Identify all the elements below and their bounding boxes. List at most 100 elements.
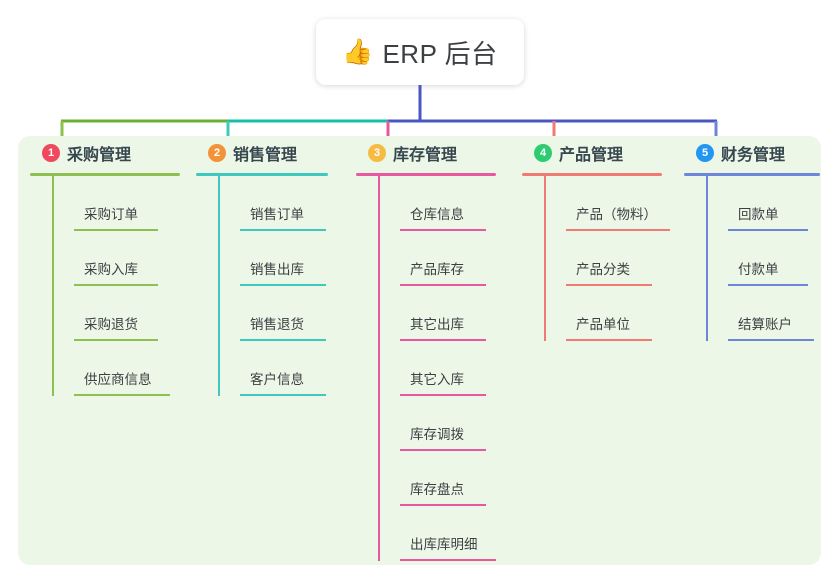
branch-item[interactable]: 客户信息 <box>218 341 328 396</box>
branch-item-label: 产品分类 <box>576 262 630 277</box>
branch-item-label: 结算账户 <box>738 317 792 332</box>
branch-item[interactable]: 付款单 <box>706 231 820 286</box>
branch-item-label: 回款单 <box>738 207 779 222</box>
branch-item[interactable]: 采购入库 <box>52 231 180 286</box>
branch-spine <box>706 176 708 341</box>
branch-item[interactable]: 库存调拨 <box>378 396 496 451</box>
branch-spine <box>378 176 380 561</box>
branch-column-3: 3 库存管理仓库信息产品库存其它出库其它入库库存调拨库存盘点出库库明细 <box>356 136 496 561</box>
branch-item-label: 采购退货 <box>84 317 138 332</box>
branch-item-label: 付款单 <box>738 262 779 277</box>
branch-item-underline <box>400 504 486 506</box>
branch-item-underline <box>240 284 326 286</box>
branch-item[interactable]: 库存盘点 <box>378 451 496 506</box>
branch-item[interactable]: 销售出库 <box>218 231 328 286</box>
branch-item-list: 仓库信息产品库存其它出库其它入库库存调拨库存盘点出库库明细 <box>356 176 496 561</box>
branch-item[interactable]: 仓库信息 <box>378 176 496 231</box>
branch-item[interactable]: 其它出库 <box>378 286 496 341</box>
branch-title: 产品管理 <box>559 147 624 164</box>
branch-item-label: 其它入库 <box>410 372 464 387</box>
branch-item-label: 产品（物料） <box>576 207 657 222</box>
branch-item-label: 客户信息 <box>250 372 304 387</box>
branch-item-underline <box>400 449 486 451</box>
branch-item-underline <box>566 229 670 231</box>
branch-item-underline <box>728 339 814 341</box>
branch-number-badge: 1 <box>42 144 60 162</box>
branch-number-badge: 3 <box>368 144 386 162</box>
branch-item-list: 回款单付款单结算账户 <box>684 176 820 341</box>
branch-item-underline <box>400 394 486 396</box>
root-node[interactable]: 👍 ERP 后台 <box>316 19 524 85</box>
branch-item[interactable]: 产品单位 <box>544 286 662 341</box>
branch-item[interactable]: 采购退货 <box>52 286 180 341</box>
branch-item-label: 销售退货 <box>250 317 304 332</box>
branch-item-list: 销售订单销售出库销售退货客户信息 <box>196 176 328 396</box>
branch-item[interactable]: 产品分类 <box>544 231 662 286</box>
branch-item-label: 库存盘点 <box>410 482 464 497</box>
branch-header-5[interactable]: 5 财务管理 <box>684 136 820 170</box>
branch-item-label: 其它出库 <box>410 317 464 332</box>
branch-item[interactable]: 结算账户 <box>706 286 820 341</box>
thumbs-up-icon: 👍 <box>342 37 374 66</box>
branch-spine <box>218 176 220 396</box>
branch-item-underline <box>240 339 326 341</box>
branch-columns: 1 采购管理采购订单采购入库采购退货供应商信息 2 销售管理销售订单销售出库销售退货客… <box>0 136 839 576</box>
branch-item-underline <box>74 229 158 231</box>
branch-number-badge: 5 <box>696 144 714 162</box>
branch-item-list: 产品（物料） 产品分类产品单位 <box>522 176 670 341</box>
branch-panel <box>18 136 821 565</box>
branch-spine <box>52 176 54 396</box>
branch-item-underline <box>240 229 326 231</box>
branch-number-badge: 2 <box>208 144 226 162</box>
branch-item-label: 出库库明细 <box>410 537 478 552</box>
branch-column-5: 5 财务管理回款单付款单结算账户 <box>684 136 820 341</box>
branch-item-label: 销售订单 <box>250 207 304 222</box>
branch-item-underline <box>400 229 486 231</box>
branch-item-underline <box>400 284 486 286</box>
branch-item[interactable]: 采购订单 <box>52 176 180 231</box>
branch-item[interactable]: 其它入库 <box>378 341 496 396</box>
branch-underline <box>356 173 496 176</box>
branch-spine <box>544 176 546 341</box>
branch-item-label: 仓库信息 <box>410 207 464 222</box>
branch-item-underline <box>74 284 158 286</box>
branch-title: 库存管理 <box>393 147 458 164</box>
branch-item[interactable]: 回款单 <box>706 176 820 231</box>
root-node-label: ERP 后台 <box>382 38 498 69</box>
branch-item-underline <box>728 229 808 231</box>
branch-item-underline <box>74 339 158 341</box>
branch-header-2[interactable]: 2 销售管理 <box>196 136 328 170</box>
branch-column-4: 4 产品管理产品（物料） 产品分类产品单位 <box>522 136 670 341</box>
branch-column-2: 2 销售管理销售订单销售出库销售退货客户信息 <box>196 136 328 396</box>
branch-item-label: 销售出库 <box>250 262 304 277</box>
branch-item-label: 产品库存 <box>410 262 464 277</box>
branch-underline <box>196 173 328 176</box>
branch-item-underline <box>566 339 652 341</box>
branch-title: 销售管理 <box>233 147 298 164</box>
branch-item-underline <box>400 339 486 341</box>
branch-item-label: 产品单位 <box>576 317 630 332</box>
branch-item-underline <box>240 394 326 396</box>
branch-item-underline <box>566 284 652 286</box>
branch-item[interactable]: 销售退货 <box>218 286 328 341</box>
branch-item[interactable]: 产品（物料） <box>544 176 670 231</box>
branch-item-underline <box>728 284 808 286</box>
branch-underline <box>684 173 820 176</box>
branch-underline <box>522 173 662 176</box>
branch-underline <box>30 173 180 176</box>
branch-item[interactable]: 产品库存 <box>378 231 496 286</box>
branch-item[interactable]: 出库库明细 <box>378 506 496 561</box>
branch-item-label: 采购入库 <box>84 262 138 277</box>
branch-header-4[interactable]: 4 产品管理 <box>522 136 662 170</box>
branch-title: 采购管理 <box>67 147 132 164</box>
branch-header-1[interactable]: 1 采购管理 <box>30 136 180 170</box>
branch-number-badge: 4 <box>534 144 552 162</box>
branch-header-3[interactable]: 3 库存管理 <box>356 136 496 170</box>
branch-item-underline <box>400 559 496 561</box>
branch-item-underline <box>74 394 170 396</box>
branch-item[interactable]: 销售订单 <box>218 176 328 231</box>
branch-item-label: 库存调拨 <box>410 427 464 442</box>
branch-item-label: 采购订单 <box>84 207 138 222</box>
branch-item[interactable]: 供应商信息 <box>52 341 180 396</box>
branch-title: 财务管理 <box>721 147 786 164</box>
